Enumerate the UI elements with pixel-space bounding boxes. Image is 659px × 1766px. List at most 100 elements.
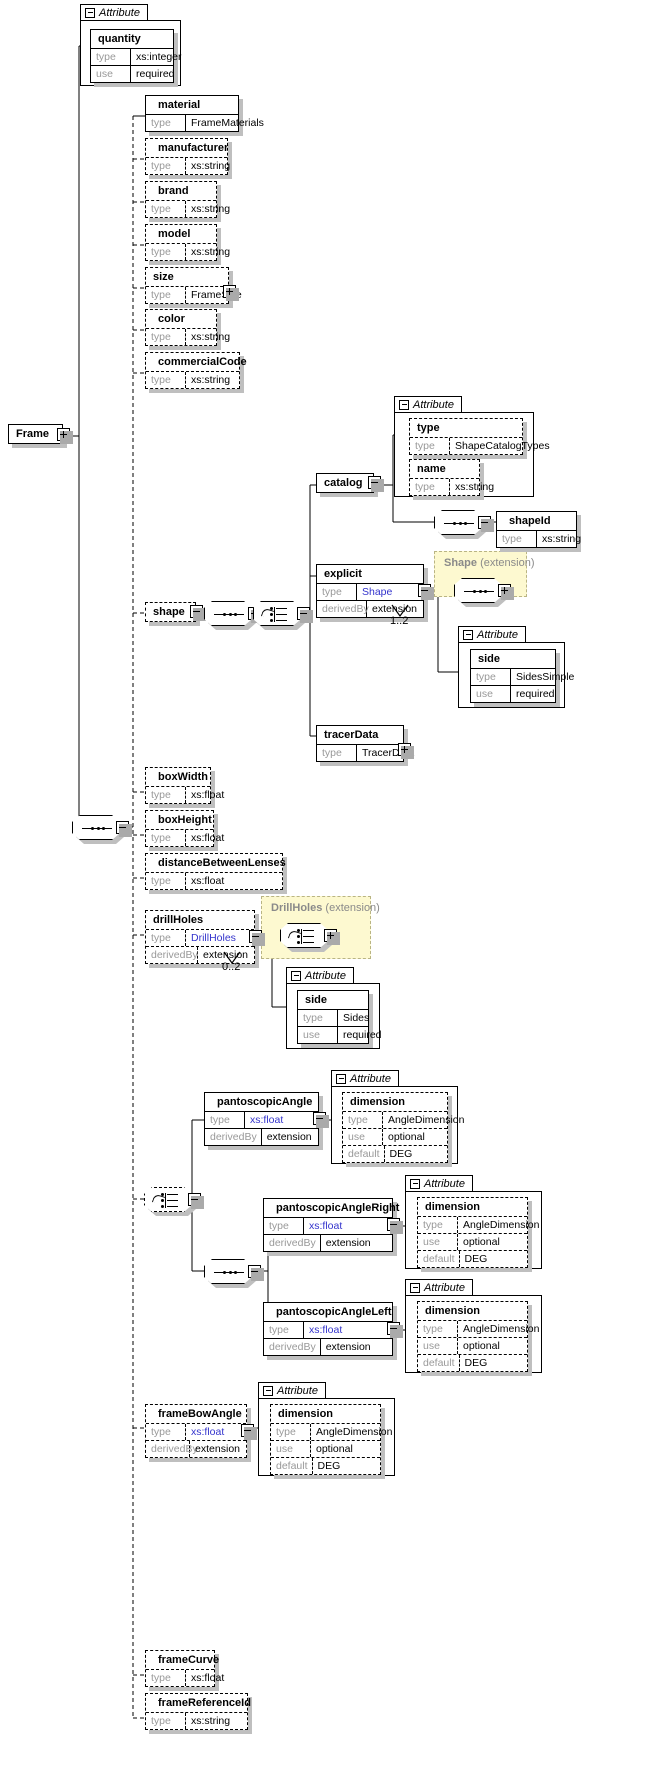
element-catalog[interactable]: catalog (316, 473, 384, 497)
collapse-toggle-catalog-sequence[interactable] (478, 516, 494, 532)
element-name: distanceBetweenLenses (158, 857, 286, 869)
element-boxwidth[interactable]: boxWidth type xs:float (145, 767, 224, 808)
use-value: optional (463, 1340, 500, 1352)
attribute-name: dimension (425, 1201, 481, 1213)
element-name: pantoscopicAngleLeft (276, 1306, 392, 1318)
root-element-label: Frame (16, 428, 50, 440)
element-material[interactable]: material type FrameMaterials (145, 95, 264, 136)
compositor-sequence-shape[interactable] (204, 601, 264, 630)
extension-group-name: DrillHoles (271, 902, 323, 914)
expand-toggle-shape-extension[interactable] (498, 584, 514, 600)
type-key: type (410, 438, 450, 454)
collapse-icon[interactable] (410, 1178, 420, 1189)
collapse-icon[interactable] (291, 970, 301, 981)
collapse-toggle-pantoscopicangleright[interactable] (387, 1218, 403, 1234)
collapse-toggle-shape-choice[interactable] (297, 607, 313, 623)
element-name: tracerData (324, 729, 379, 741)
type-key: type (471, 669, 511, 685)
attribute-panel-label: Attribute (99, 6, 140, 19)
collapse-toggle-frame-sequence[interactable] (116, 821, 132, 837)
collapse-toggle-catalog[interactable] (368, 476, 384, 492)
use-value: required (136, 68, 175, 80)
collapse-icon[interactable] (399, 399, 409, 410)
element-shapeid[interactable]: shapeId type xs:string (496, 511, 581, 552)
element-framereferenceid[interactable]: frameReferenceId type xs:string (145, 1693, 252, 1734)
attribute-panel-tab[interactable]: Attribute (80, 4, 148, 21)
collapse-toggle-drillholes[interactable] (249, 930, 265, 946)
attribute-pantoscopicangleleft-dimension[interactable]: dimension type AngleDimension use option… (417, 1301, 539, 1376)
attribute-panel-tab[interactable]: Attribute (286, 967, 354, 984)
type-value: SidesSimple (516, 671, 575, 683)
compositor-choice-drillholes-extension[interactable] (280, 923, 340, 952)
element-pantoscopicangle[interactable]: pantoscopicAngle type xs:float derivedBy… (204, 1092, 329, 1150)
attribute-panel-tab[interactable]: Attribute (394, 396, 462, 413)
expand-toggle-drillholes-extension[interactable] (324, 929, 340, 945)
attribute-quantity[interactable]: quantity type xs:integer use required (90, 29, 182, 87)
attribute-panel-tab[interactable]: Attribute (258, 1382, 326, 1399)
collapse-toggle-pantoscopic-sequence[interactable] (248, 1265, 264, 1281)
element-brand[interactable]: brand type xs:string (145, 181, 230, 222)
derivedby-value: extension (325, 1341, 371, 1353)
element-drillholes[interactable]: drillHoles type DrillHoles derivedBy ext… (145, 910, 265, 968)
type-value: xs:string (191, 160, 231, 172)
derivedby-key: derivedBy (264, 1235, 321, 1251)
attribute-drillholes-side[interactable]: side type Sides use required (297, 990, 382, 1048)
collapse-toggle-pantoscopicangle[interactable] (313, 1112, 329, 1128)
attribute-shape-side[interactable]: side type SidesSimple use required (470, 649, 574, 707)
expand-toggle-size[interactable] (223, 285, 239, 301)
compositor-sequence-frame[interactable] (72, 815, 132, 844)
attribute-framebowangle-dimension[interactable]: dimension type AngleDimension use option… (270, 1404, 392, 1479)
element-size[interactable]: size type FrameSize (145, 267, 242, 308)
collapse-toggle-explicit[interactable] (418, 584, 434, 600)
attribute-name: quantity (98, 33, 141, 45)
element-name: boxHeight (158, 814, 212, 826)
collapse-toggle-shape[interactable] (190, 605, 206, 621)
element-tracerdata[interactable]: tracerData type TracerData (316, 725, 414, 766)
element-framebowangle[interactable]: frameBowAngle type xs:float derivedBy ex… (145, 1404, 257, 1462)
element-explicit[interactable]: explicit type Shape derivedBy extension (316, 564, 434, 622)
attribute-panel-label: Attribute (424, 1177, 465, 1190)
expand-toggle-tracerdata[interactable] (398, 743, 414, 759)
element-manufacturer[interactable]: manufacturer type xs:string (145, 138, 232, 179)
attribute-panel-tab[interactable]: Attribute (458, 626, 526, 643)
compositor-choice-shape[interactable] (253, 601, 313, 630)
sequence-icon (82, 827, 112, 831)
derivedby-key: derivedBy (146, 1441, 198, 1457)
collapse-icon[interactable] (336, 1073, 346, 1084)
attribute-catalog-name[interactable]: name type xs:string (409, 459, 494, 500)
attribute-pantoscopicangleright-dimension[interactable]: dimension type AngleDimension use option… (417, 1197, 539, 1272)
element-boxheight[interactable]: boxHeight type xs:float (145, 810, 224, 851)
element-name: frameCurve (158, 1654, 220, 1666)
collapse-icon[interactable] (85, 7, 95, 18)
expand-toggle-frame[interactable] (57, 428, 73, 444)
element-framecurve[interactable]: frameCurve type xs:float (145, 1650, 224, 1691)
element-pantoscopicangleleft[interactable]: pantoscopicAngleLeft type xs:float deriv… (263, 1302, 403, 1360)
attribute-panel-tab[interactable]: Attribute (405, 1279, 473, 1296)
attribute-catalog-type[interactable]: type type ShapeCatalogTypes (409, 418, 550, 459)
element-color[interactable]: color type xs:string (145, 309, 230, 350)
attribute-panel-tab[interactable]: Attribute (331, 1070, 399, 1087)
derivedby-value: extension (325, 1237, 371, 1249)
collapse-toggle-pantoscopicangleleft[interactable] (387, 1322, 403, 1338)
compositor-sequence-pantoscopic[interactable] (204, 1259, 264, 1288)
collapse-toggle-pantoscopic-choice[interactable] (188, 1193, 204, 1209)
use-key: use (298, 1027, 338, 1043)
element-shape[interactable]: shape (145, 602, 206, 626)
attribute-pantoscopicangle-dimension[interactable]: dimension type AngleDimension use option… (342, 1092, 464, 1167)
derivedby-key: derivedBy (205, 1129, 262, 1145)
collapse-icon[interactable] (410, 1282, 420, 1293)
collapse-icon[interactable] (463, 629, 473, 640)
collapse-toggle-framebowangle[interactable] (241, 1424, 257, 1440)
element-name: frameBowAngle (158, 1408, 242, 1420)
root-element-frame[interactable]: Frame (8, 424, 73, 448)
element-commercialcode[interactable]: commercialCode type xs:string (145, 352, 247, 393)
compositor-sequence-shape-extension[interactable] (454, 578, 514, 607)
compositor-choice-pantoscopic[interactable] (144, 1187, 204, 1216)
element-model[interactable]: model type xs:string (145, 224, 230, 265)
choice-icon (151, 1193, 185, 1208)
compositor-sequence-catalog[interactable] (434, 510, 494, 539)
collapse-icon[interactable] (263, 1385, 273, 1396)
element-pantoscopicangleright[interactable]: pantoscopicAngleRight type xs:float deri… (263, 1198, 403, 1256)
attribute-panel-tab[interactable]: Attribute (405, 1175, 473, 1192)
element-distancebetweenlenses[interactable]: distanceBetweenLenses type xs:float (145, 853, 287, 894)
